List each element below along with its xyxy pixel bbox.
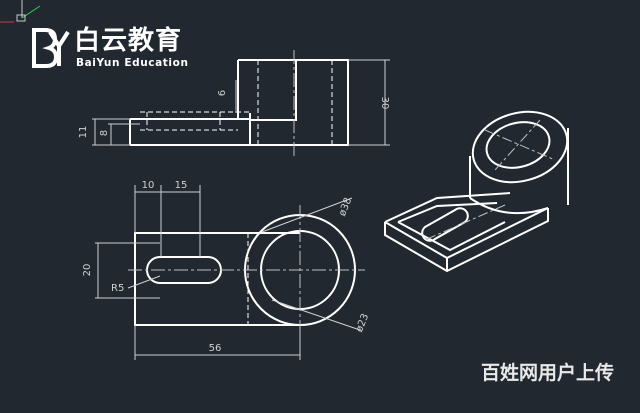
brand-header: 白云教育 BaiYun Education	[30, 26, 189, 70]
front-view	[92, 50, 390, 156]
dim-offset-10: 10	[142, 180, 155, 191]
dim-slot-height-20: 20	[82, 264, 93, 277]
dim-inner-diameter: ø23	[354, 312, 371, 334]
ucs-icon	[0, 0, 41, 23]
brand-subtitle: BaiYun Education	[76, 57, 189, 69]
top-view	[95, 185, 365, 360]
brand-name: 白云教育	[74, 26, 183, 56]
dim-slot-width-15: 15	[175, 180, 188, 191]
dim-height-30: 30	[379, 97, 390, 110]
dim-slot-depth-6: 6	[217, 90, 228, 96]
baiyun-logo-icon	[32, 28, 70, 68]
dim-outer-diameter: ø38	[337, 196, 354, 218]
dim-thickness-8: 8	[99, 130, 110, 136]
isometric-centerlines	[424, 119, 556, 241]
dim-thickness-11: 11	[78, 126, 89, 139]
dim-slot-radius: R5	[111, 283, 124, 294]
watermark-text: 百姓网用户上传	[480, 362, 614, 384]
isometric-view	[384, 110, 569, 273]
dim-length-56: 56	[209, 343, 222, 354]
